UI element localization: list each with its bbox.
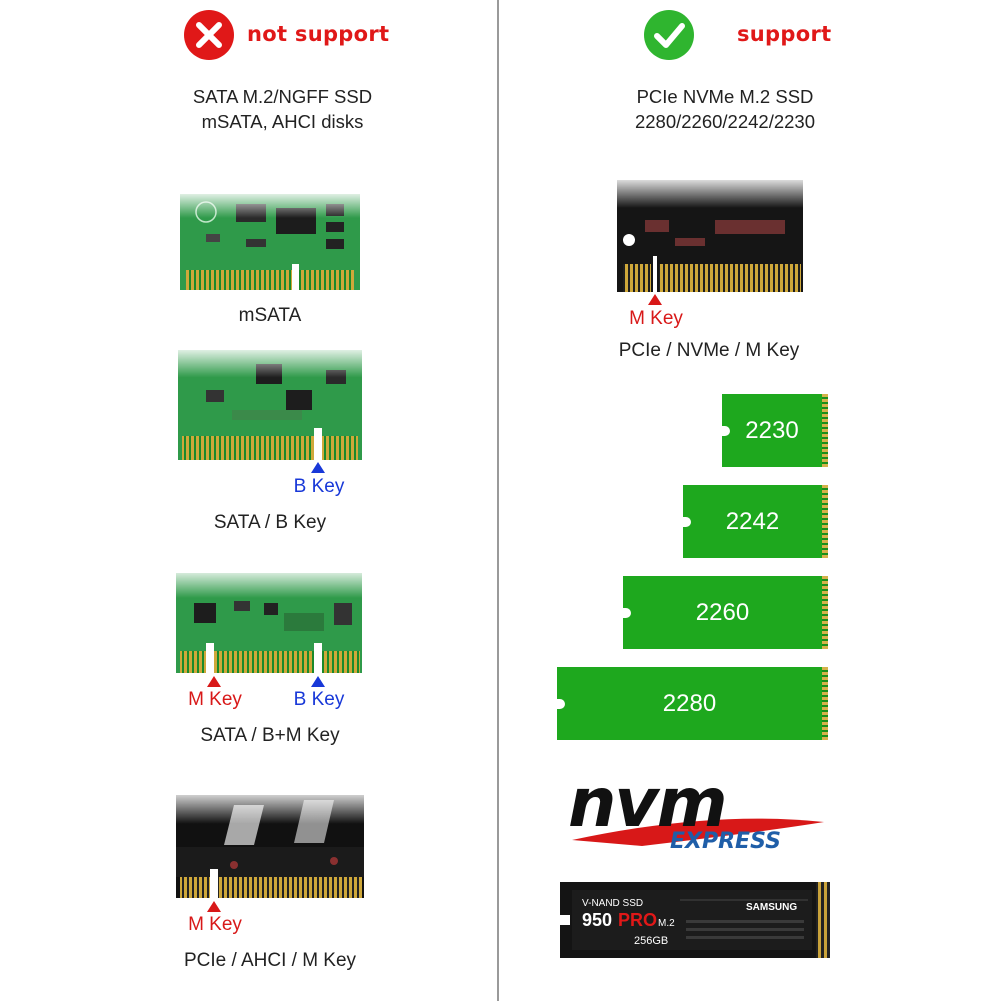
size-card-2260: 2260: [623, 576, 828, 649]
b-key-arrow-icon: [311, 462, 325, 473]
nvm-wordmark: nvm: [568, 770, 726, 843]
express-wordmark: EXPRESS: [670, 829, 781, 854]
left-desc-line2: mSATA, AHCI disks: [201, 111, 364, 132]
m-key-arrow-icon: [648, 294, 662, 305]
ssd-model-pro: PRO: [618, 910, 657, 930]
msata-label: mSATA: [238, 305, 302, 326]
gold-fingers: [822, 394, 828, 467]
card-notch: [557, 698, 565, 709]
size-label-2280: 2280: [662, 689, 717, 717]
m-key-label: M Key: [188, 689, 242, 710]
size-label-2242: 2242: [725, 507, 780, 535]
samsung-950-pro-ssd-image: V-NAND SSD 950 PRO M.2 256GB SAMSUNG: [560, 882, 830, 958]
size-card-2242: 2242: [683, 485, 828, 558]
not-support-title: not support: [247, 22, 390, 46]
right-desc-line2: 2280/2260/2242/2230: [634, 111, 816, 132]
ssd-brand: SAMSUNG: [746, 902, 797, 913]
left-desc-line1: SATA M.2/NGFF SSD: [192, 86, 373, 107]
m-key-arrow-icon: [207, 676, 221, 687]
gold-fingers: [822, 485, 828, 558]
ssd-line1: V-NAND SSD: [582, 898, 643, 909]
m-key-label: M Key: [629, 308, 683, 329]
column-divider: [497, 0, 499, 1001]
b-key-label: B Key: [293, 476, 345, 497]
sata-b-key-label: SATA / B Key: [213, 512, 327, 533]
size-label-2230: 2230: [745, 416, 799, 444]
sata-bm-key-board-image: [174, 573, 364, 673]
card-notch: [683, 516, 691, 527]
ssd-model-m2: M.2: [658, 918, 675, 929]
ssd-model-number: 950: [582, 910, 612, 930]
gold-fingers: [822, 667, 828, 740]
size-label-2260: 2260: [695, 598, 750, 626]
nvm-express-logo: nvm EXPRESS: [562, 764, 832, 854]
size-card-2230: 2230: [722, 394, 828, 467]
sata-bm-key-label: SATA / B+M Key: [200, 725, 340, 746]
pcie-ahci-board-image: [174, 795, 366, 898]
m-key-arrow-icon: [207, 901, 221, 912]
pcie-nvme-m-key-label: PCIe / NVMe / M Key: [618, 340, 800, 361]
b-key-arrow-icon: [311, 676, 325, 687]
support-title: support: [737, 22, 832, 46]
right-desc-line1: PCIe NVMe M.2 SSD: [636, 86, 814, 107]
nvme-m-key-board-image: [615, 180, 805, 292]
sata-b-key-board-image: [176, 350, 364, 460]
card-notch: [623, 607, 631, 618]
m-key-label: M Key: [188, 914, 242, 935]
b-key-label: B Key: [293, 689, 345, 710]
gold-fingers: [822, 576, 828, 649]
pcie-ahci-m-key-label: PCIe / AHCI / M Key: [183, 950, 357, 971]
cross-icon: [184, 10, 234, 60]
msata-board-image: [176, 194, 364, 290]
ssd-capacity: 256GB: [634, 935, 668, 947]
card-notch: [722, 425, 730, 436]
check-icon: [644, 10, 694, 60]
size-card-2280: 2280: [557, 667, 828, 740]
